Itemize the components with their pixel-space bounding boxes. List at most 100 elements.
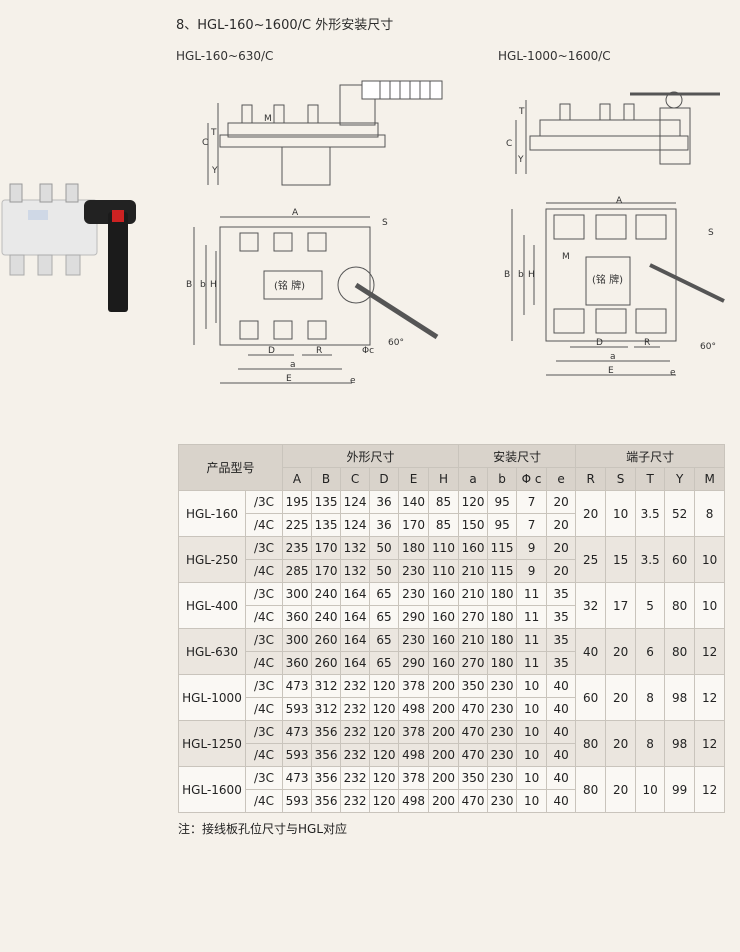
value-cell: 240 bbox=[311, 605, 342, 629]
value-cell: 120 bbox=[369, 674, 400, 698]
terminal-cell: 52 bbox=[664, 490, 696, 537]
column-header: Y bbox=[664, 467, 696, 491]
column-header: B bbox=[311, 467, 342, 491]
footnote: 注：接线板孔位尺寸与HGL对应 bbox=[178, 822, 348, 836]
value-cell: 160 bbox=[458, 536, 489, 560]
svg-text:C: C bbox=[202, 138, 208, 148]
value-cell: 164 bbox=[340, 605, 371, 629]
column-header: S bbox=[605, 467, 637, 491]
terminal-cell: 60 bbox=[575, 674, 607, 721]
value-cell: 10 bbox=[516, 697, 548, 721]
terminal-cell: 17 bbox=[605, 582, 637, 629]
value-cell: 10 bbox=[516, 789, 548, 813]
terminal-cell: 25 bbox=[575, 536, 607, 583]
svg-text:60°: 60° bbox=[388, 338, 404, 348]
value-cell: 11 bbox=[516, 628, 548, 652]
value-cell: 135 bbox=[311, 513, 342, 537]
value-cell: 20 bbox=[546, 559, 577, 583]
svg-text:B: B bbox=[186, 280, 192, 290]
value-cell: 285 bbox=[282, 559, 313, 583]
value-cell: 593 bbox=[282, 789, 313, 813]
value-cell: 232 bbox=[340, 743, 371, 767]
terminal-cell: 32 bbox=[575, 582, 607, 629]
svg-text:C: C bbox=[506, 139, 512, 149]
column-header: e bbox=[546, 467, 577, 491]
value-cell: 50 bbox=[369, 559, 400, 583]
svg-text:M: M bbox=[562, 252, 570, 262]
value-cell: 473 bbox=[282, 720, 313, 744]
value-cell: 270 bbox=[458, 605, 489, 629]
svg-text:M: M bbox=[264, 114, 272, 124]
svg-text:Y: Y bbox=[517, 155, 524, 165]
value-cell: 200 bbox=[428, 743, 460, 767]
value-cell: 9 bbox=[516, 559, 548, 583]
value-cell: 180 bbox=[487, 651, 518, 675]
pole-cell: /3C bbox=[244, 720, 284, 744]
terminal-cell: 20 bbox=[605, 720, 637, 767]
svg-text:R: R bbox=[316, 346, 322, 356]
model-name-cell: HGL-630 bbox=[178, 628, 246, 675]
value-cell: 20 bbox=[546, 513, 577, 537]
value-cell: 11 bbox=[516, 582, 548, 606]
value-cell: 232 bbox=[340, 789, 371, 813]
value-cell: 232 bbox=[340, 674, 371, 698]
value-cell: 65 bbox=[369, 651, 400, 675]
value-cell: 11 bbox=[516, 651, 548, 675]
value-cell: 498 bbox=[398, 697, 430, 721]
value-cell: 232 bbox=[340, 720, 371, 744]
value-cell: 470 bbox=[458, 697, 489, 721]
svg-text:T: T bbox=[518, 107, 525, 117]
left-side-view-diagram: C T Y M bbox=[202, 80, 443, 186]
svg-text:b: b bbox=[200, 280, 206, 290]
svg-text:a: a bbox=[610, 352, 616, 362]
value-cell: 36 bbox=[369, 513, 400, 537]
value-cell: 115 bbox=[487, 559, 518, 583]
value-cell: 164 bbox=[340, 651, 371, 675]
value-cell: 225 bbox=[282, 513, 313, 537]
value-cell: 200 bbox=[428, 674, 460, 698]
section-title: 8、HGL-160~1600/C 外形安装尺寸 bbox=[176, 18, 394, 33]
svg-text:A: A bbox=[616, 196, 623, 206]
terminal-cell: 12 bbox=[694, 628, 726, 675]
value-cell: 40 bbox=[546, 697, 577, 721]
value-cell: 290 bbox=[398, 605, 430, 629]
value-cell: 593 bbox=[282, 697, 313, 721]
value-cell: 50 bbox=[369, 536, 400, 560]
terminal-cell: 60 bbox=[664, 536, 696, 583]
terminal-cell: 10 bbox=[694, 536, 726, 583]
value-cell: 230 bbox=[398, 582, 430, 606]
value-cell: 10 bbox=[516, 766, 548, 790]
value-cell: 95 bbox=[487, 490, 518, 514]
value-cell: 230 bbox=[487, 766, 518, 790]
value-cell: 35 bbox=[546, 628, 577, 652]
value-cell: 120 bbox=[369, 697, 400, 721]
value-cell: 9 bbox=[516, 536, 548, 560]
svg-text:E: E bbox=[286, 374, 292, 384]
terminal-cell: 20 bbox=[605, 766, 637, 813]
column-header: a bbox=[458, 467, 489, 491]
value-cell: 135 bbox=[311, 490, 342, 514]
value-cell: 356 bbox=[311, 743, 342, 767]
svg-text:S: S bbox=[708, 228, 714, 238]
value-cell: 120 bbox=[369, 743, 400, 767]
value-cell: 10 bbox=[516, 674, 548, 698]
value-cell: 95 bbox=[487, 513, 518, 537]
model-name-cell: HGL-400 bbox=[178, 582, 246, 629]
svg-text:B: B bbox=[504, 270, 510, 280]
diagram-right-title: HGL-1000~1600/C bbox=[498, 49, 611, 63]
column-header: M bbox=[694, 467, 726, 491]
value-cell: 356 bbox=[311, 789, 342, 813]
column-header: b bbox=[487, 467, 518, 491]
value-cell: 10 bbox=[516, 743, 548, 767]
svg-text:(铭 牌): (铭 牌) bbox=[274, 279, 305, 292]
value-cell: 160 bbox=[428, 582, 460, 606]
value-cell: 180 bbox=[487, 605, 518, 629]
value-cell: 120 bbox=[369, 766, 400, 790]
value-cell: 132 bbox=[340, 559, 371, 583]
value-cell: 200 bbox=[428, 697, 460, 721]
svg-text:D: D bbox=[596, 338, 603, 348]
